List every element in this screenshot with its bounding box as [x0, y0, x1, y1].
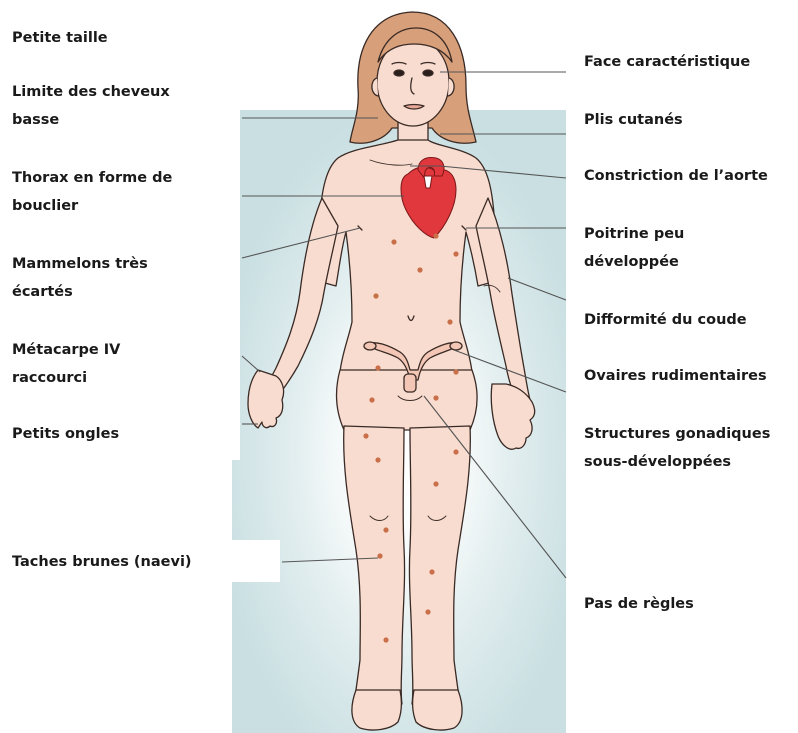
label-line: bouclier [12, 192, 172, 220]
label-naevi: Taches brunes (naevi) [12, 548, 192, 576]
label-line: Limite des cheveux [12, 78, 170, 106]
naevus [447, 319, 452, 324]
label-line: Poitrine peu [584, 220, 684, 248]
label-line: raccourci [12, 364, 120, 392]
label-line: basse [12, 106, 170, 134]
label-wide-nipples: Mammelons très écartés [12, 250, 148, 306]
label-low-hairline: Limite des cheveux basse [12, 78, 170, 134]
aorta-constriction [424, 176, 432, 188]
naevus [429, 569, 434, 574]
label-line: Petite taille [12, 24, 108, 52]
label-ovaries: Ovaires rudimentaires [584, 362, 767, 390]
ovary-left [364, 342, 376, 350]
naevus [453, 449, 458, 454]
naevus [377, 553, 382, 558]
label-short-metacarpal: Métacarpe IV raccourci [12, 336, 120, 392]
label-elbow: Difformité du coude [584, 306, 747, 334]
label-line: Plis cutanés [584, 106, 683, 134]
label-line: Structures gonadiques [584, 420, 770, 448]
eye-left [394, 70, 404, 76]
label-breasts: Poitrine peu développée [584, 220, 684, 276]
label-line: Constriction de l’aorte [584, 162, 768, 190]
label-line: Mammelons très [12, 250, 148, 278]
label-short-stature: Petite taille [12, 24, 108, 52]
label-line: Pas de règles [584, 590, 694, 618]
label-line: Taches brunes (naevi) [12, 548, 192, 576]
ovary-right [450, 342, 462, 350]
label-small-nails: Petits ongles [12, 420, 119, 448]
label-line: Métacarpe IV [12, 336, 120, 364]
left-foot [352, 690, 401, 730]
naevus [417, 267, 422, 272]
naevus [373, 293, 378, 298]
label-face: Face caractéristique [584, 48, 750, 76]
label-shield-chest: Thorax en forme de bouclier [12, 164, 172, 220]
label-line: écartés [12, 278, 148, 306]
label-amenorrhea: Pas de règles [584, 590, 694, 618]
eye-right [423, 70, 433, 76]
label-gonads: Structures gonadiques sous-développées [584, 420, 770, 476]
label-skin-folds: Plis cutanés [584, 106, 683, 134]
label-line: Difformité du coude [584, 306, 747, 334]
label-line: développée [584, 248, 684, 276]
uterus [404, 374, 416, 392]
naevus [453, 369, 458, 374]
label-line: Face caractéristique [584, 48, 750, 76]
label-line: Thorax en forme de [12, 164, 172, 192]
naevus [433, 233, 438, 238]
naevus [375, 457, 380, 462]
label-line: Ovaires rudimentaires [584, 362, 767, 390]
label-line: sous-développées [584, 448, 770, 476]
right-foot [413, 690, 462, 730]
naevus [433, 481, 438, 486]
label-aorta: Constriction de l’aorte [584, 162, 768, 190]
label-line: Petits ongles [12, 420, 119, 448]
naevus [425, 609, 430, 614]
naevus [363, 433, 368, 438]
naevus [391, 239, 396, 244]
naevus [433, 395, 438, 400]
naevus [369, 397, 374, 402]
naevus [383, 527, 388, 532]
naevus [453, 251, 458, 256]
naevus [375, 365, 380, 370]
naevus [383, 637, 388, 642]
